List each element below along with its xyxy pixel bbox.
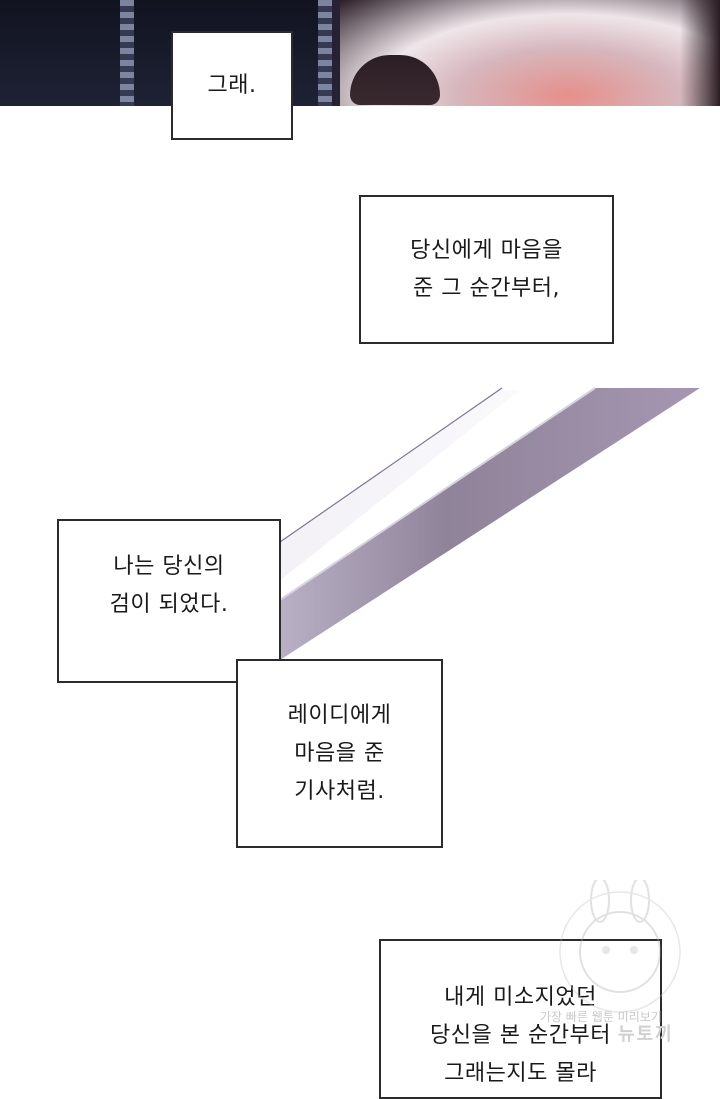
sword-highlight (279, 387, 596, 601)
bubble-1-line-1: 그래. (207, 72, 257, 98)
bubble-4-line-3: 기사처럼. (294, 778, 385, 804)
top-art-panel (0, 0, 720, 106)
sword-edge-line (279, 387, 503, 543)
watermark-big-text: 뉴토끼 (618, 1024, 674, 1045)
bubble-5-line-1: 내게 미소지었던 (444, 985, 597, 1010)
speech-bubble-5: 내게 미소지었던 당신을 본 순간부터 그래는지도 몰라 (379, 939, 662, 1099)
bubble-4-line-2: 마음을 준 (294, 740, 385, 766)
bubble-3-line-1: 나는 당신의 (113, 554, 225, 579)
bubble-5-line-3: 그래는지도 몰라 (444, 1061, 597, 1086)
bubble-2-line-1: 당신에게 마음을 (410, 237, 563, 263)
speech-bubble-3: 나는 당신의 검이 되었다. (57, 519, 281, 683)
watermark-small-text: 가장 빠른 웹툰 미리보기 (540, 1010, 662, 1024)
gloved-hand (350, 55, 440, 105)
speech-bubble-2: 당신에게 마음을 준 그 순간부터, (359, 195, 614, 344)
bubble-2-line-2: 준 그 순간부터, (413, 275, 560, 301)
site-watermark: 가장 빠른 웹툰 미리보기 뉴토끼 (530, 880, 710, 1045)
dark-edge (680, 0, 720, 106)
speech-bubble-4: 레이디에게 마음을 준 기사처럼. (236, 659, 443, 848)
speech-bubble-1: 그래. (171, 31, 293, 140)
robe-trim-left (120, 0, 134, 106)
bubble-5-line-2: 당신을 본 순간부터 (430, 1023, 611, 1048)
bubble-3-line-2: 검이 되었다. (109, 592, 229, 617)
bubble-4-line-1: 레이디에게 (287, 702, 392, 728)
bunny-mascot-icon (559, 880, 681, 1013)
robe-trim-right (318, 0, 332, 106)
sword-blade (280, 388, 700, 660)
